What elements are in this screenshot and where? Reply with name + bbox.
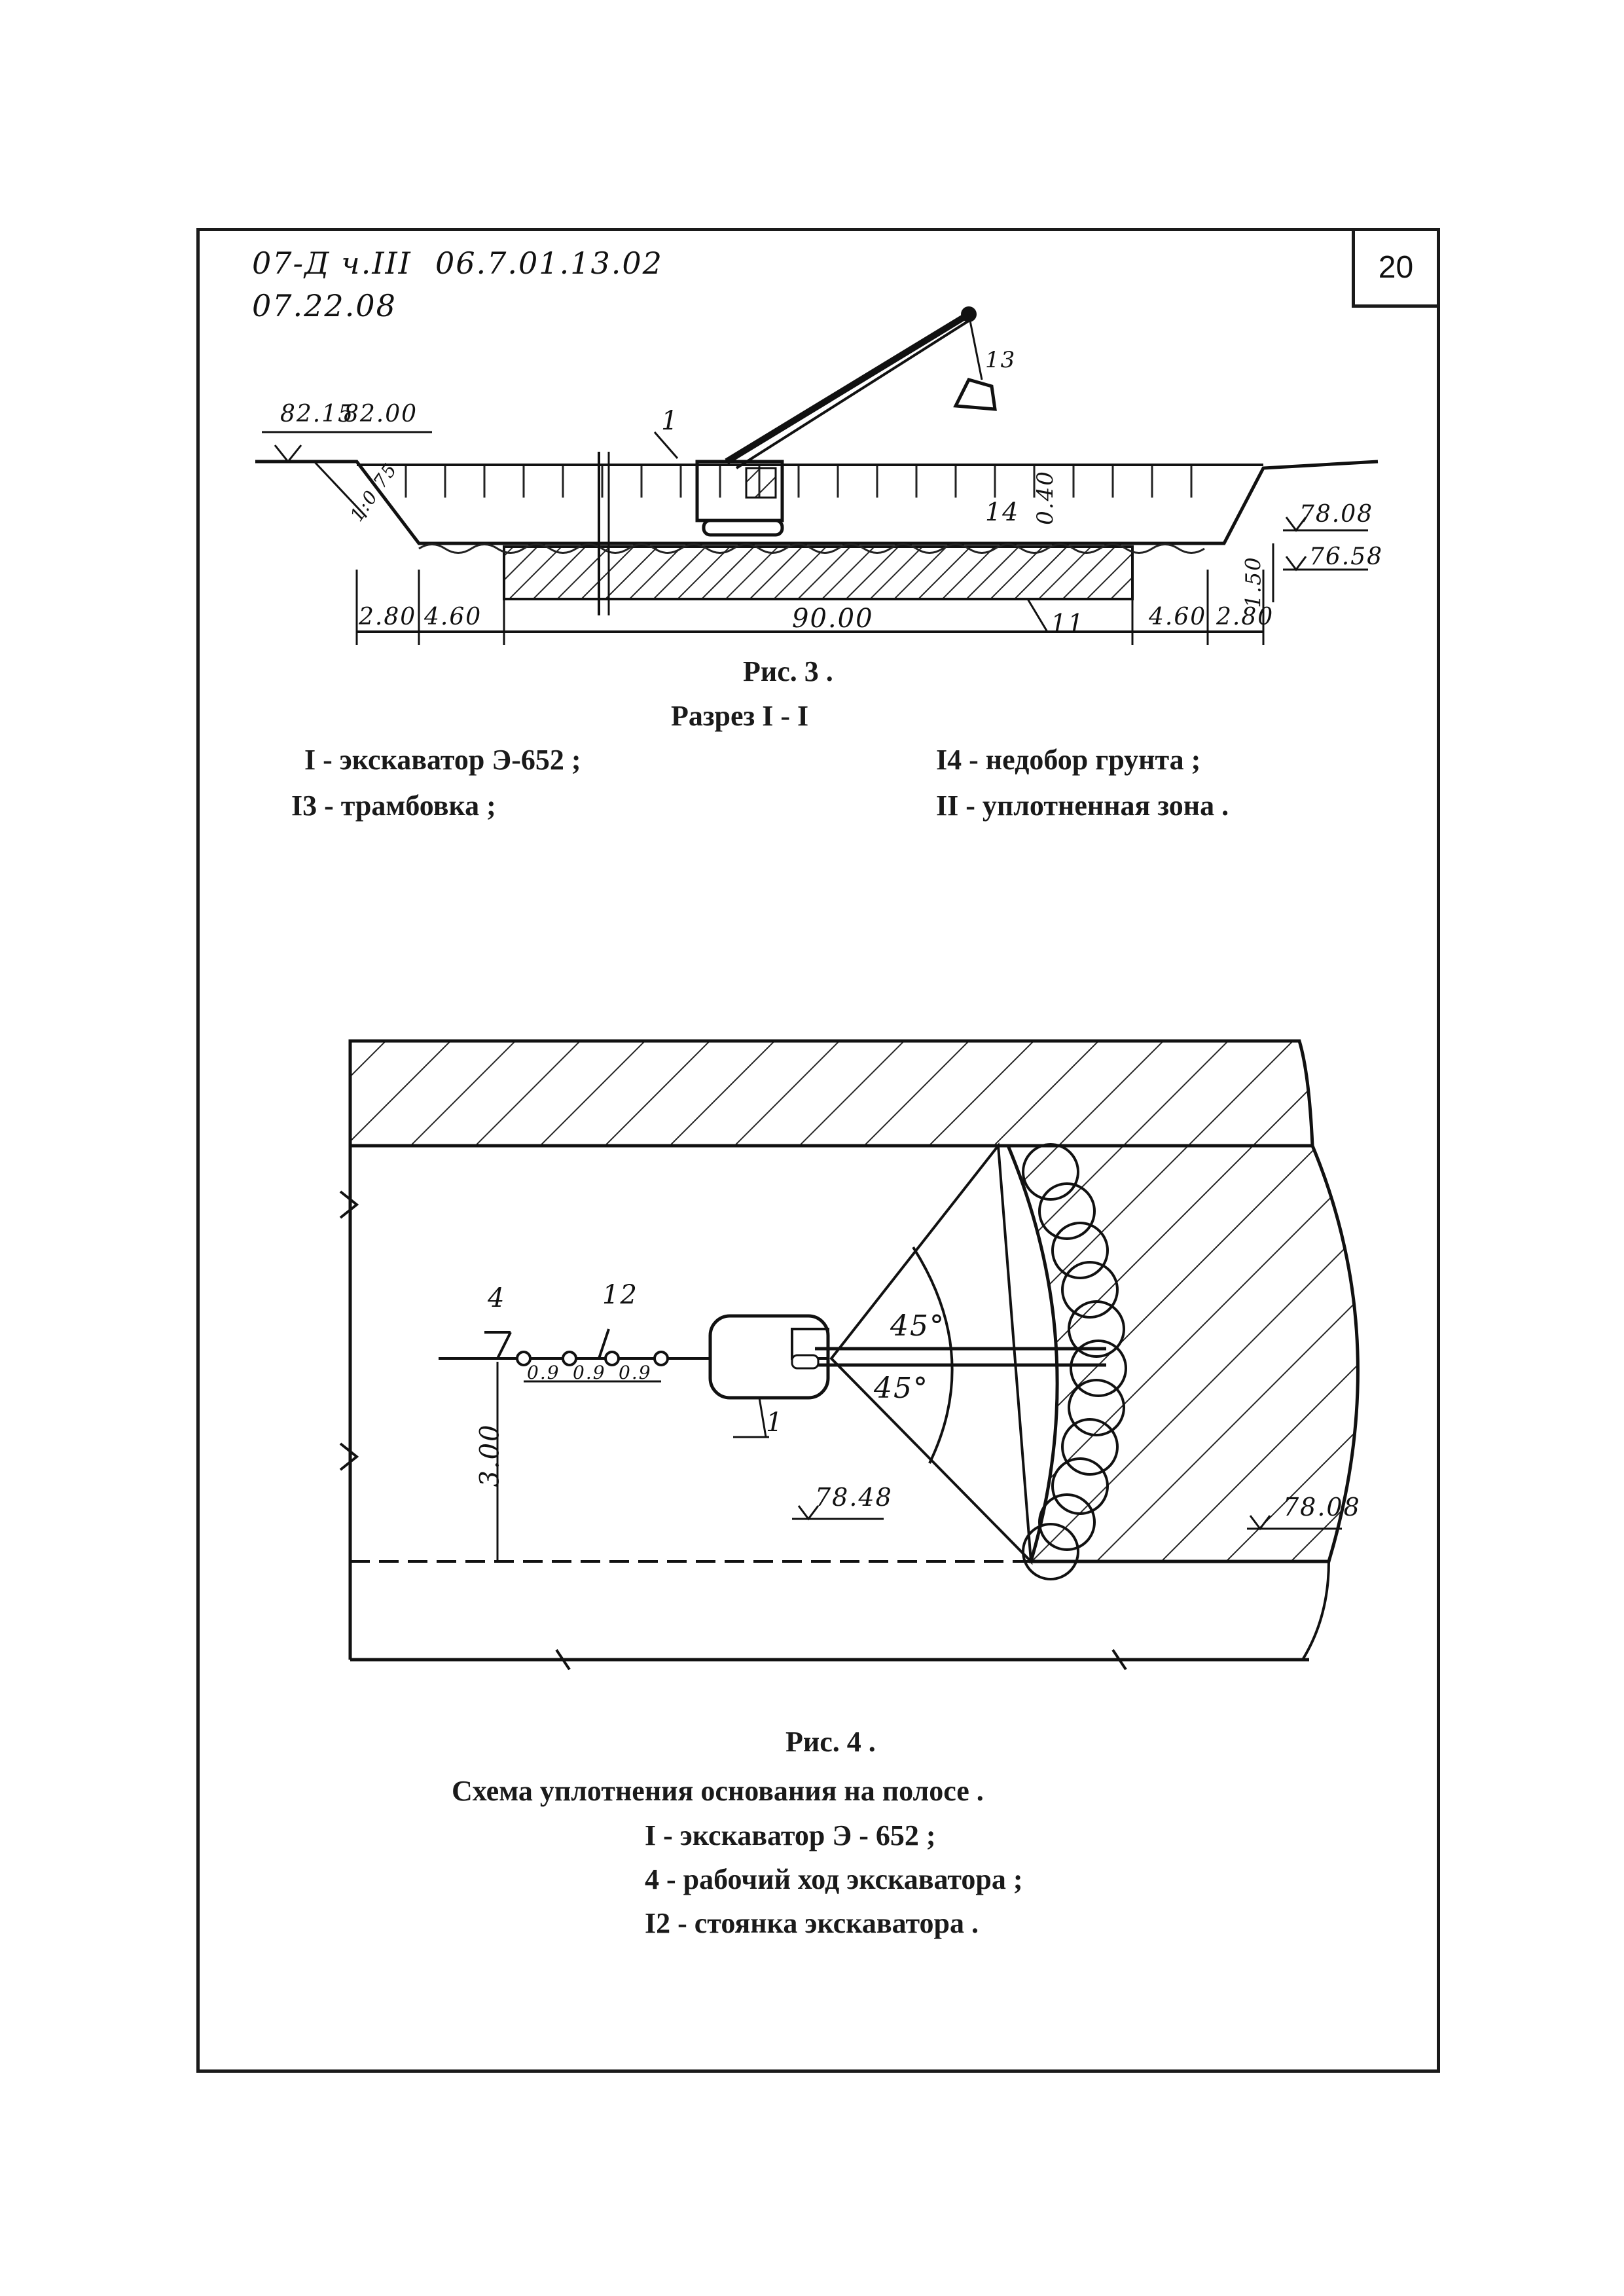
page-number: 20: [1352, 230, 1437, 308]
fig4-step-3: 0.9: [619, 1362, 652, 1383]
fig3-section-title: Разрез I - I: [671, 700, 809, 732]
fig3-legend-1: I - экскаватор Э-652 ;: [304, 744, 581, 776]
fig3-elev-8215: 82.15: [280, 401, 355, 428]
fig3-dim-5: 2.80: [1216, 604, 1274, 630]
excavation-ticks: [405, 466, 1193, 498]
fig3-legend-2: I4 - недобор грунта ;: [936, 744, 1201, 776]
fig3-elev-7808: 78.08: [1299, 501, 1374, 528]
fig4-angle-upper: 45°: [890, 1309, 945, 1343]
fig3-dim-4: 4.60: [1149, 604, 1207, 630]
fig3-mark-14: 14: [985, 498, 1020, 526]
fig3-legend-3: I3 - трамбовка ;: [291, 790, 496, 822]
drawing-frame: [196, 228, 1440, 2073]
fig4-mark-4: 4: [488, 1283, 506, 1313]
fig3-legend-4: II - уплотненная зона .: [936, 790, 1229, 822]
doc-code-3: 07.22.08: [252, 288, 397, 323]
fig3-caption: Рис. 3 .: [743, 655, 833, 687]
tamping-circles: [1022, 1143, 1127, 1580]
doc-code-1: 07-Д ч.III: [252, 246, 412, 281]
fig4-legend-3: I2 - стоянка экскаватора .: [645, 1907, 979, 1939]
doc-code-2: 06.7.01.13.02: [435, 246, 663, 281]
fig4-legend-2: 4 - рабочий ход экскаватора ;: [645, 1863, 1023, 1895]
fig3-dim-2: 4.60: [424, 604, 482, 630]
fig3-elev-8200: 82.00: [344, 401, 418, 428]
excavator-icon: [695, 306, 997, 537]
fig3-mark-1: 1: [661, 406, 679, 436]
fig4-angle-lower: 45°: [874, 1372, 929, 1405]
fig4-title: Схема уплотнения основания на полосе .: [452, 1775, 984, 1807]
fig4-step-2: 0.9: [573, 1362, 606, 1383]
fig4-elev-7808: 78.08: [1283, 1493, 1361, 1522]
fig4-caption: Рис. 4 .: [785, 1726, 876, 1758]
fig4-step-1: 0.9: [527, 1362, 560, 1383]
fig4-mark-12: 12: [602, 1280, 638, 1310]
fig3-dim-1: 2.80: [359, 604, 417, 630]
fig3-dim-3: 90.00: [792, 604, 874, 634]
fig4-legend-1: I - экскаватор Э - 652 ;: [645, 1819, 936, 1851]
fig4-elev-7848: 78.48: [815, 1483, 893, 1512]
fig3-elev-7658: 76.58: [1309, 543, 1384, 570]
fig4-mark-1: 1: [766, 1408, 784, 1438]
fig3-mark-11: 11: [1051, 609, 1085, 638]
excavator-plan-icon: [708, 1314, 1106, 1400]
fig3-mark-13: 13: [985, 347, 1017, 373]
fig4-width: 3.00: [475, 1423, 505, 1487]
